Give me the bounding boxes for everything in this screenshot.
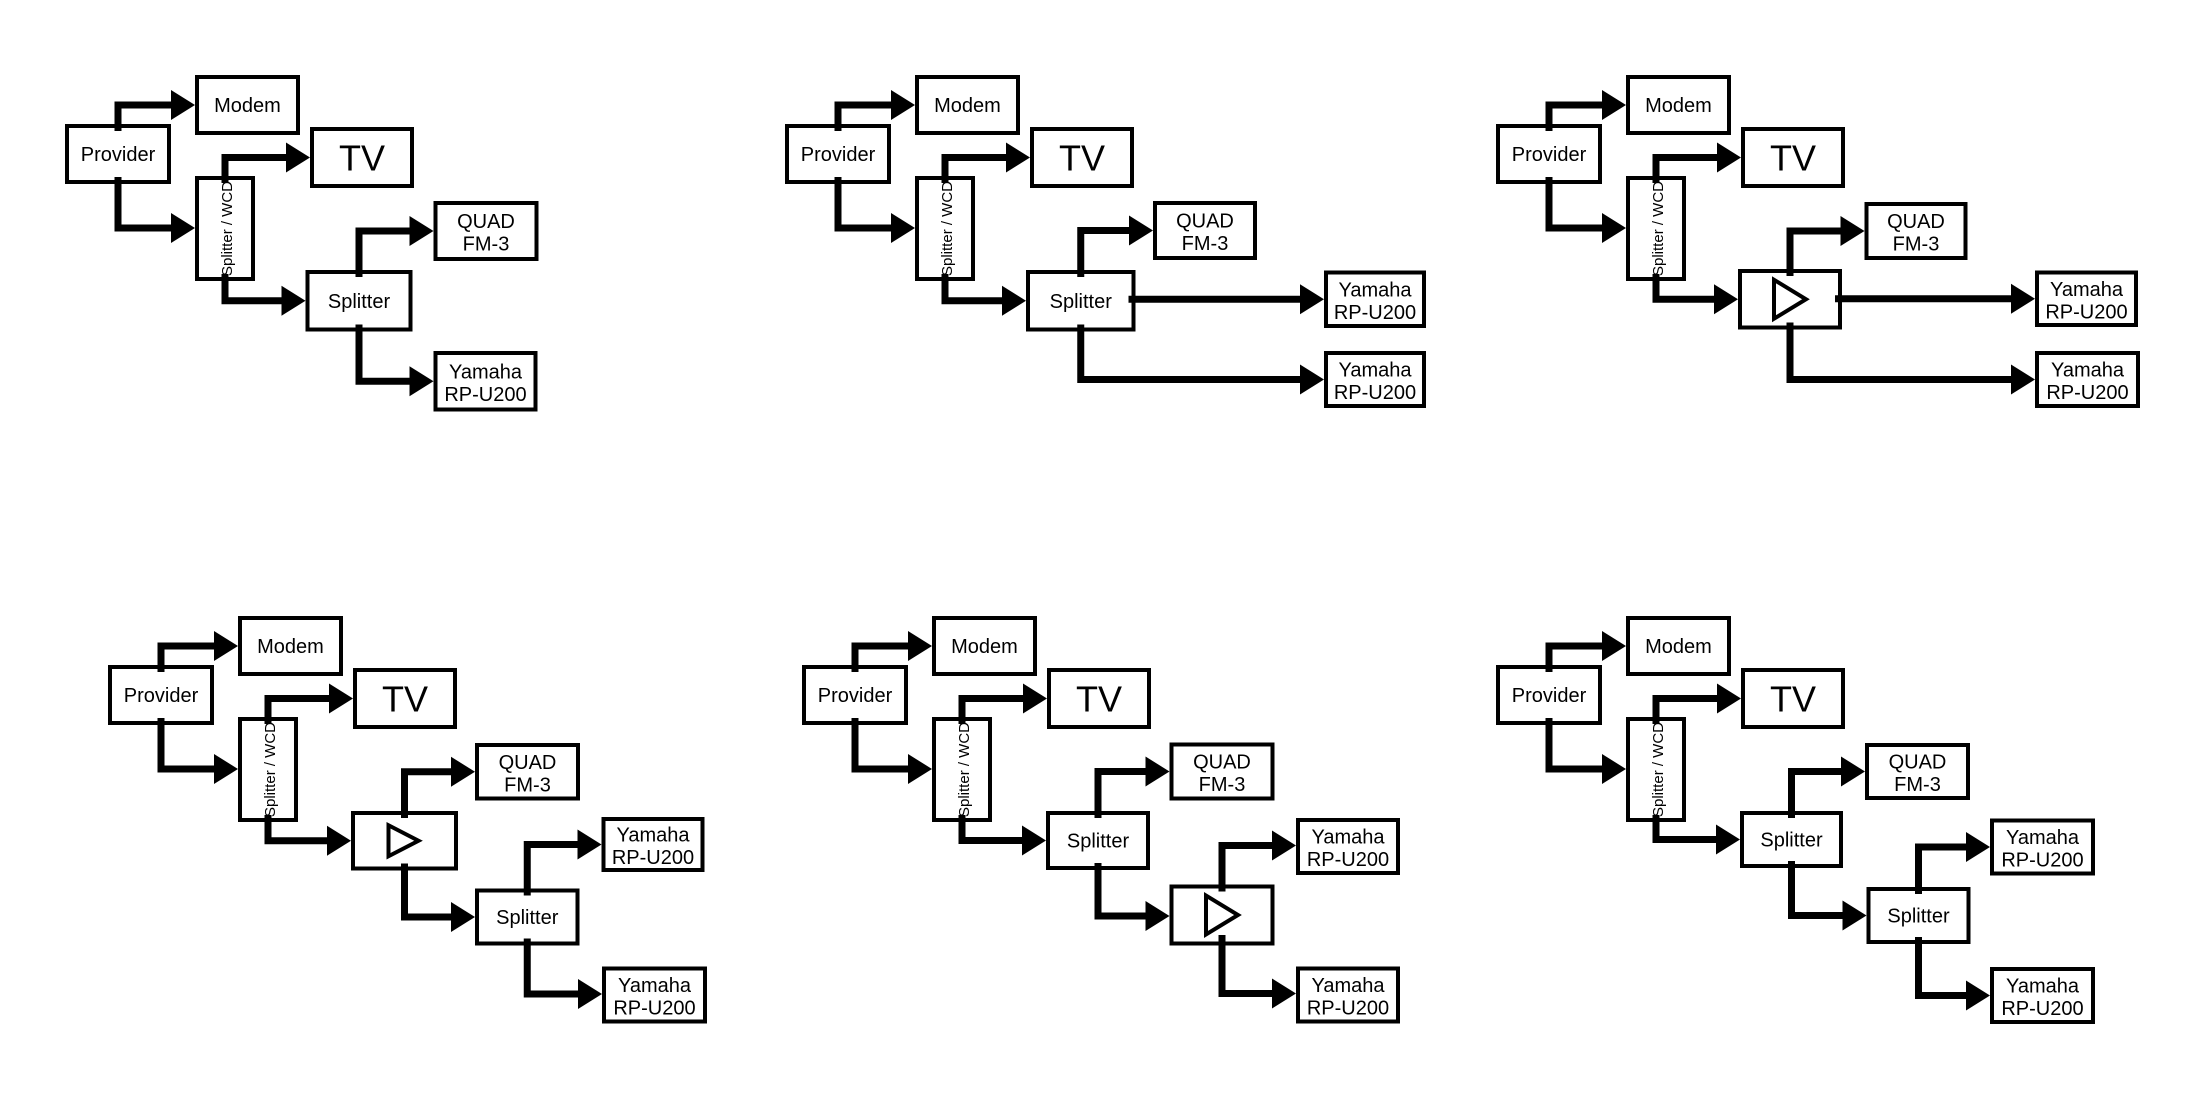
svg-text:Splitter / WCD: Splitter / WCD [262,722,279,817]
svg-text:Splitter / WCD: Splitter / WCD [219,181,236,276]
svg-text:TV: TV [1059,138,1105,179]
svg-text:Provider: Provider [1512,685,1587,707]
svg-text:Modem: Modem [1645,95,1712,117]
svg-text:Yamaha: Yamaha [1311,827,1385,849]
svg-text:RP-U200: RP-U200 [2001,998,2083,1020]
svg-text:RP-U200: RP-U200 [2046,382,2128,404]
svg-text:RP-U200: RP-U200 [1307,849,1389,871]
svg-text:TV: TV [1076,679,1122,720]
svg-text:Yamaha: Yamaha [2006,827,2080,849]
svg-text:Splitter / WCD: Splitter / WCD [956,722,973,817]
svg-text:Yamaha: Yamaha [1311,975,1385,997]
svg-text:Yamaha: Yamaha [2006,976,2080,998]
svg-text:QUAD: QUAD [457,211,515,233]
svg-text:Provider: Provider [1512,144,1587,166]
svg-text:TV: TV [1770,138,1816,179]
svg-text:RP-U200: RP-U200 [1307,998,1389,1020]
svg-text:Provider: Provider [81,144,156,166]
svg-text:Modem: Modem [951,636,1018,658]
svg-text:TV: TV [339,138,385,179]
svg-text:FM-3: FM-3 [1199,774,1246,796]
svg-text:Yamaha: Yamaha [618,975,692,997]
svg-text:Splitter / WCD: Splitter / WCD [1650,722,1667,817]
svg-text:QUAD: QUAD [499,752,557,774]
svg-text:TV: TV [1770,679,1816,720]
svg-text:Provider: Provider [818,685,893,707]
svg-text:FM-3: FM-3 [1893,234,1940,256]
svg-text:RP-U200: RP-U200 [1334,302,1416,324]
svg-text:RP-U200: RP-U200 [444,384,526,406]
svg-text:Splitter: Splitter [1067,831,1130,853]
svg-text:Yamaha: Yamaha [2051,360,2125,382]
svg-text:Splitter / WCD: Splitter / WCD [1650,181,1667,276]
svg-text:RP-U200: RP-U200 [1334,382,1416,404]
svg-text:FM-3: FM-3 [1182,233,1229,255]
svg-text:Yamaha: Yamaha [616,825,690,847]
svg-text:Modem: Modem [214,95,281,117]
svg-text:RP-U200: RP-U200 [612,847,694,869]
svg-text:RP-U200: RP-U200 [2045,301,2127,323]
svg-text:QUAD: QUAD [1176,211,1234,233]
svg-text:Provider: Provider [801,144,876,166]
svg-text:RP-U200: RP-U200 [613,998,695,1020]
svg-text:QUAD: QUAD [1889,752,1947,774]
svg-text:FM-3: FM-3 [504,774,551,796]
svg-text:Splitter: Splitter [1050,291,1113,313]
svg-text:FM-3: FM-3 [463,234,510,256]
svg-text:FM-3: FM-3 [1894,774,1941,796]
svg-text:Yamaha: Yamaha [1338,279,1412,301]
svg-text:QUAD: QUAD [1193,752,1251,774]
svg-text:Modem: Modem [934,95,1001,117]
svg-text:Yamaha: Yamaha [1338,360,1412,382]
svg-text:QUAD: QUAD [1887,211,1945,233]
svg-text:Modem: Modem [1645,636,1712,658]
svg-text:Provider: Provider [124,685,199,707]
svg-text:Yamaha: Yamaha [449,361,523,383]
svg-text:Yamaha: Yamaha [2050,279,2124,301]
svg-text:Splitter: Splitter [1887,906,1950,928]
svg-text:Modem: Modem [257,636,324,658]
svg-text:Splitter: Splitter [328,291,391,313]
svg-text:RP-U200: RP-U200 [2001,850,2083,872]
svg-text:Splitter: Splitter [1760,830,1823,852]
svg-text:TV: TV [382,679,428,720]
svg-text:Splitter / WCD: Splitter / WCD [939,181,956,276]
svg-text:Splitter: Splitter [496,907,559,929]
